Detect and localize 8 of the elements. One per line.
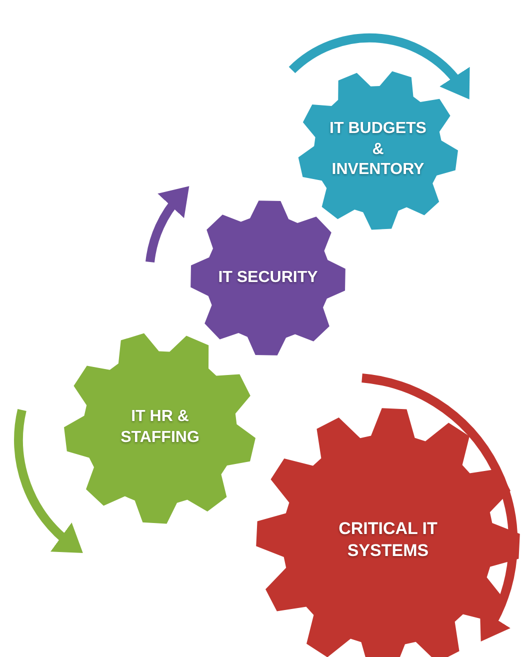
gear-label: IT SECURITY — [218, 268, 318, 288]
gear-shape — [298, 71, 458, 230]
gear-shape — [64, 333, 256, 524]
gear-shape — [256, 408, 520, 657]
gear-shape — [190, 200, 346, 356]
gear-label: IT HR & STAFFING — [120, 407, 200, 448]
gear-label: IT BUDGETS & INVENTORY — [328, 118, 428, 180]
gear-label: CRITICAL IT SYSTEMS — [338, 518, 438, 562]
